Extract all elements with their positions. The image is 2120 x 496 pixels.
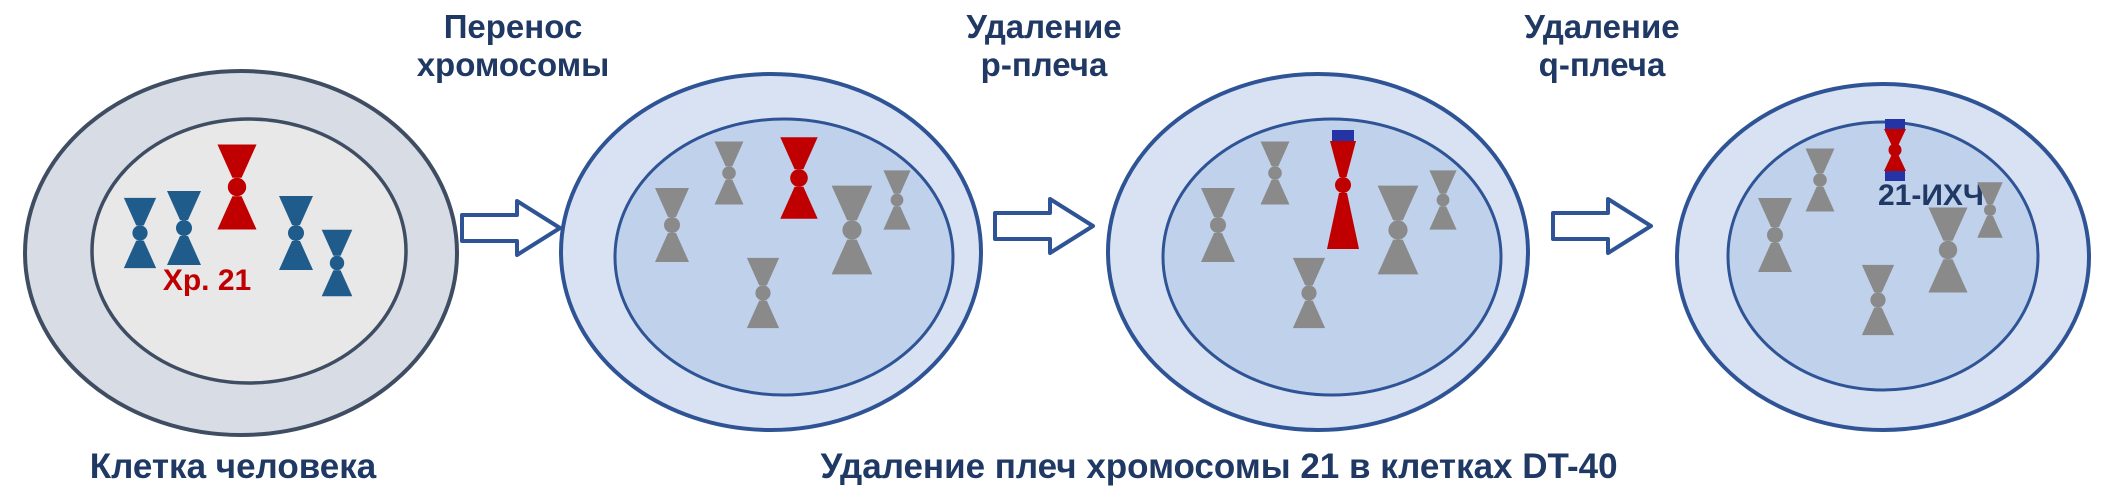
human-cell-nucleus (90, 117, 408, 385)
step-3-q-arm-deletion: Удаление q-плеча (1524, 8, 1680, 255)
right-arrow-icon (1551, 197, 1653, 255)
chromosome-21-p-deleted-icon (1327, 130, 1359, 249)
dt40-cell-3: 21-ИХЧ (1675, 82, 2091, 432)
dt40-process-caption: Удаление плеч хромосомы 21 в клетках DT-… (820, 447, 1617, 486)
step-1-label-line1: Перенос (444, 8, 583, 45)
right-arrow-icon (993, 197, 1095, 255)
chr21-label: Хр. 21 (163, 264, 251, 297)
right-arrow-icon (460, 199, 562, 257)
step-2-label-line1: Удаление (966, 8, 1121, 45)
step-1-transfer: Перенос хромосомы (417, 8, 610, 257)
step-3-label-line1: Удаление (1524, 8, 1679, 45)
step-3-label-line2: q-плеча (1539, 46, 1666, 83)
human-cell: Хр. 21 (23, 69, 459, 437)
hac-label: 21-ИХЧ (1878, 179, 1984, 212)
hac-chromosome-icon (1884, 119, 1906, 181)
dt40-cell-3-nucleus (1726, 120, 2040, 392)
human-cell-caption: Клетка человека (90, 447, 377, 486)
dt40-cell-1 (559, 72, 983, 432)
step-1-label-line2: хромосомы (417, 46, 610, 83)
step-2-label-line2: p-плеча (981, 46, 1108, 83)
dt40-cell-2 (1106, 72, 1530, 432)
step-2-p-arm-deletion: Удаление p-плеча (966, 8, 1122, 255)
